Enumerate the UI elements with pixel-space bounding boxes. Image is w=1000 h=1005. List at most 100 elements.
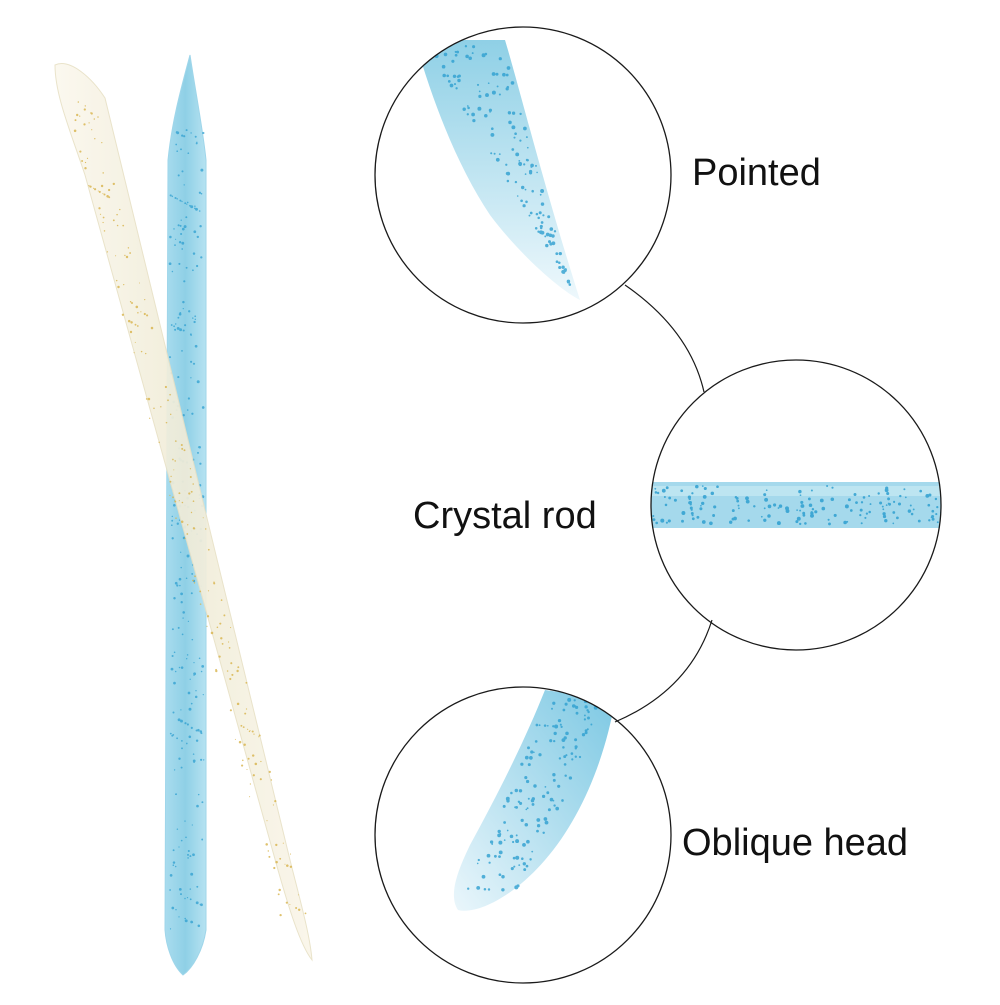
glitter-speck bbox=[514, 885, 519, 890]
glitter-speck bbox=[194, 695, 198, 699]
glitter-speck bbox=[181, 633, 184, 636]
glitter-speck bbox=[471, 52, 474, 55]
glitter-speck bbox=[574, 738, 578, 742]
glitter-speck bbox=[681, 511, 686, 515]
glitter-speck bbox=[654, 491, 658, 494]
glitter-speck bbox=[169, 732, 172, 735]
glitter-speck bbox=[505, 87, 509, 91]
glitter-speck bbox=[178, 666, 181, 669]
glitter-speck bbox=[282, 842, 284, 844]
glitter-speck bbox=[695, 484, 699, 489]
glitter-speck bbox=[123, 283, 125, 286]
magnifier-pointed bbox=[374, 26, 672, 324]
glitter-speck bbox=[190, 205, 194, 209]
glitter-speck bbox=[207, 548, 210, 551]
glitter-speck bbox=[542, 214, 545, 217]
glitter-speck bbox=[251, 730, 254, 733]
glitter-speck bbox=[272, 804, 274, 806]
glitter-speck bbox=[549, 797, 554, 802]
glitter-speck bbox=[763, 518, 767, 522]
glitter-speck bbox=[174, 244, 176, 247]
glitter-speck bbox=[171, 515, 174, 518]
glitter-speck bbox=[663, 495, 666, 499]
glitter-speck bbox=[519, 801, 523, 805]
glitter-speck bbox=[187, 857, 189, 859]
glitter-speck bbox=[503, 821, 506, 824]
glitter-speck bbox=[515, 834, 518, 837]
glitter-speck bbox=[181, 248, 184, 250]
glitter-speck bbox=[93, 187, 95, 189]
glitter-speck bbox=[535, 212, 539, 216]
glitter-speck bbox=[172, 503, 176, 507]
glitter-speck bbox=[194, 344, 198, 348]
glitter-speck bbox=[102, 221, 104, 224]
glitter-speck bbox=[767, 514, 771, 518]
glitter-speck bbox=[173, 681, 176, 685]
glitter-speck bbox=[506, 66, 511, 70]
glitter-speck bbox=[807, 497, 811, 501]
glitter-speck bbox=[527, 746, 530, 750]
glitter-speck bbox=[153, 407, 155, 410]
glitter-speck bbox=[79, 150, 82, 153]
glitter-speck bbox=[701, 520, 706, 524]
glitter-speck bbox=[486, 853, 491, 858]
glitter-speck bbox=[185, 266, 188, 269]
glitter-speck bbox=[186, 533, 189, 535]
glitter-speck bbox=[102, 193, 104, 195]
glitter-speck bbox=[893, 500, 896, 503]
glitter-speck bbox=[172, 458, 174, 461]
glitter-speck bbox=[882, 508, 885, 511]
glitter-speck bbox=[254, 762, 258, 766]
glitter-speck bbox=[808, 503, 813, 507]
glitter-speck bbox=[507, 111, 512, 115]
glitter-speck bbox=[196, 804, 199, 808]
glitter-speck bbox=[853, 493, 857, 496]
glitter-speck bbox=[802, 511, 806, 515]
glitter-speck bbox=[525, 200, 528, 204]
glitter-speck bbox=[240, 724, 243, 727]
glitter-speck bbox=[194, 528, 196, 530]
glitter-speck bbox=[194, 318, 197, 321]
glitter-speck bbox=[849, 509, 853, 512]
glitter-speck bbox=[478, 90, 481, 93]
glitter-speck bbox=[171, 519, 174, 522]
glitter-speck bbox=[557, 718, 562, 723]
glitter-speck bbox=[187, 620, 190, 623]
glitter-speck bbox=[859, 513, 862, 517]
glitter-speck bbox=[176, 828, 179, 830]
glitter-speck bbox=[108, 196, 111, 199]
glitter-speck bbox=[181, 747, 183, 750]
glitter-speck bbox=[196, 235, 199, 239]
glitter-speck bbox=[200, 670, 203, 673]
glitter-speck bbox=[267, 850, 270, 852]
glitter-speck bbox=[189, 475, 192, 479]
glitter-speck bbox=[179, 584, 181, 587]
glitter-speck bbox=[656, 491, 660, 495]
glitter-speck bbox=[536, 171, 538, 174]
glitter-speck bbox=[83, 108, 86, 111]
glitter-speck bbox=[664, 503, 668, 507]
glitter-speck bbox=[167, 399, 169, 402]
glitter-speck bbox=[190, 511, 193, 514]
glitter-speck bbox=[681, 519, 684, 523]
glitter-speck bbox=[219, 622, 222, 625]
glitter-speck bbox=[549, 227, 554, 231]
glitter-speck bbox=[527, 763, 531, 767]
glitter-speck bbox=[245, 681, 248, 684]
glitter-speck bbox=[540, 189, 545, 193]
glitter-speck bbox=[130, 301, 134, 305]
glitter-speck bbox=[112, 182, 116, 186]
glitter-speck bbox=[106, 195, 109, 198]
glitter-speck bbox=[249, 783, 252, 785]
glitter-speck bbox=[201, 665, 205, 668]
glitter-speck bbox=[178, 492, 181, 495]
glitter-speck bbox=[198, 210, 201, 212]
glitter-speck bbox=[192, 252, 196, 255]
glitter-speck bbox=[174, 323, 177, 325]
glitter-speck bbox=[552, 725, 555, 728]
glitter-speck bbox=[498, 93, 501, 96]
glitter-speck bbox=[477, 858, 480, 862]
glitter-speck bbox=[242, 726, 245, 729]
glitter-speck bbox=[275, 860, 278, 864]
